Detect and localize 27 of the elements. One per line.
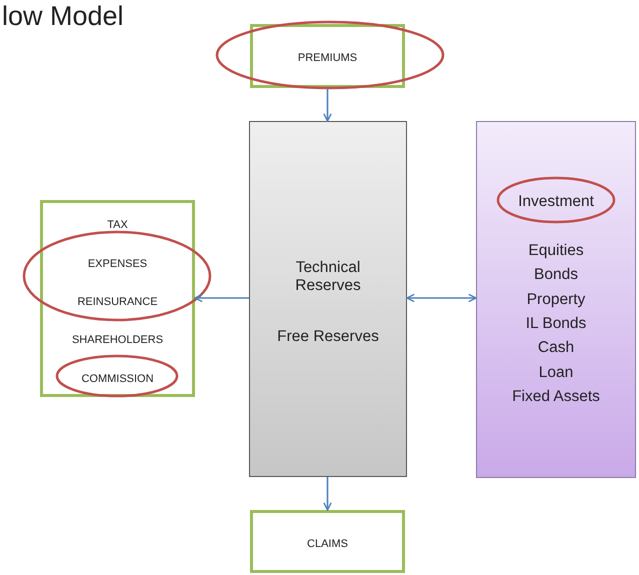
reserves-box: [249, 121, 407, 477]
box-text: EXPENSES: [88, 258, 148, 270]
box-text: Cash: [538, 339, 574, 357]
diagram-title: low Model: [2, 0, 124, 32]
box-text: TAX: [107, 219, 128, 231]
box-text: Property: [526, 291, 586, 309]
box-text: Equities: [528, 242, 584, 260]
box-text: SHAREHOLDERS: [72, 334, 164, 346]
box-text: REINSURANCE: [77, 296, 158, 308]
source-box: [250, 24, 405, 88]
box-text: IL Bonds: [526, 315, 586, 333]
arrow: [406, 294, 477, 302]
box-text: Loan: [538, 364, 574, 382]
investment-box: [476, 121, 636, 478]
arrow: [323, 477, 332, 511]
outflow-box: [40, 200, 195, 397]
claims-box: [250, 510, 405, 573]
box-text: PREMIUMS: [298, 52, 358, 64]
box-text: Investment: [518, 193, 594, 211]
box-text: Bonds: [534, 266, 578, 284]
box-text: CLAIMS: [307, 538, 348, 550]
arrow: [194, 294, 249, 302]
box-text: COMMISSION: [81, 373, 154, 385]
box-text: Fixed Assets: [512, 388, 600, 406]
arrow: [323, 88, 332, 122]
box-text: Technical Reserves: [294, 259, 362, 295]
box-text: Free Reserves: [277, 328, 379, 346]
